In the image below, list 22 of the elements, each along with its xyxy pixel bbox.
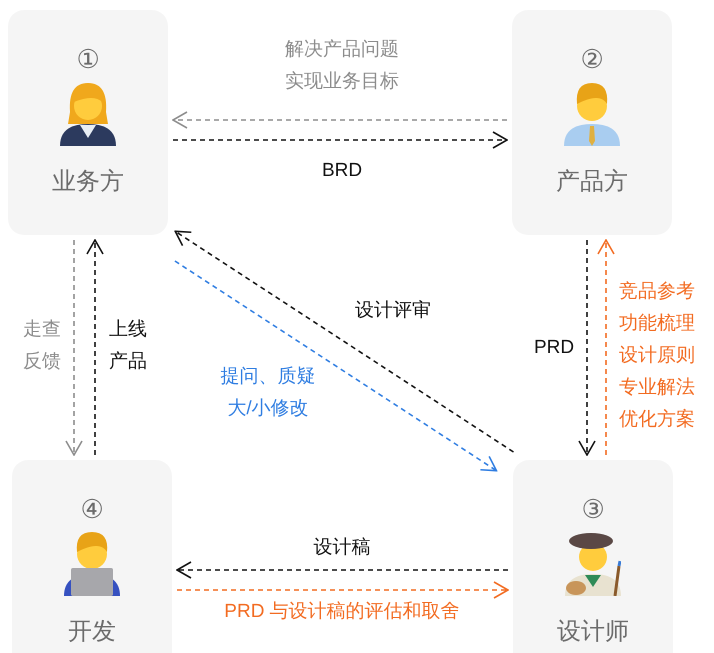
role-name: 设计师	[557, 618, 629, 646]
dashed-arrow	[174, 230, 514, 453]
step-number: ③	[582, 495, 604, 523]
role-card	[512, 10, 672, 235]
role-name: 产品方	[556, 168, 628, 196]
step-number: ①	[76, 45, 100, 73]
role-card	[12, 460, 172, 653]
step-number: ④	[80, 495, 104, 523]
dashed-arrow	[173, 131, 508, 149]
dashed-arrow	[177, 581, 509, 599]
dashed-arrow	[176, 561, 508, 579]
dashed-arrow	[65, 240, 83, 456]
dashed-arrow	[597, 239, 615, 455]
dashed-arrow	[174, 260, 498, 472]
role-name: 开发	[68, 618, 116, 646]
role-name: 业务方	[52, 168, 124, 196]
dashed-arrow	[578, 240, 596, 456]
role-card	[8, 10, 168, 235]
role-card	[513, 460, 673, 653]
dashed-arrow	[86, 239, 104, 455]
dashed-arrow	[172, 111, 507, 129]
step-number: ②	[580, 45, 604, 73]
